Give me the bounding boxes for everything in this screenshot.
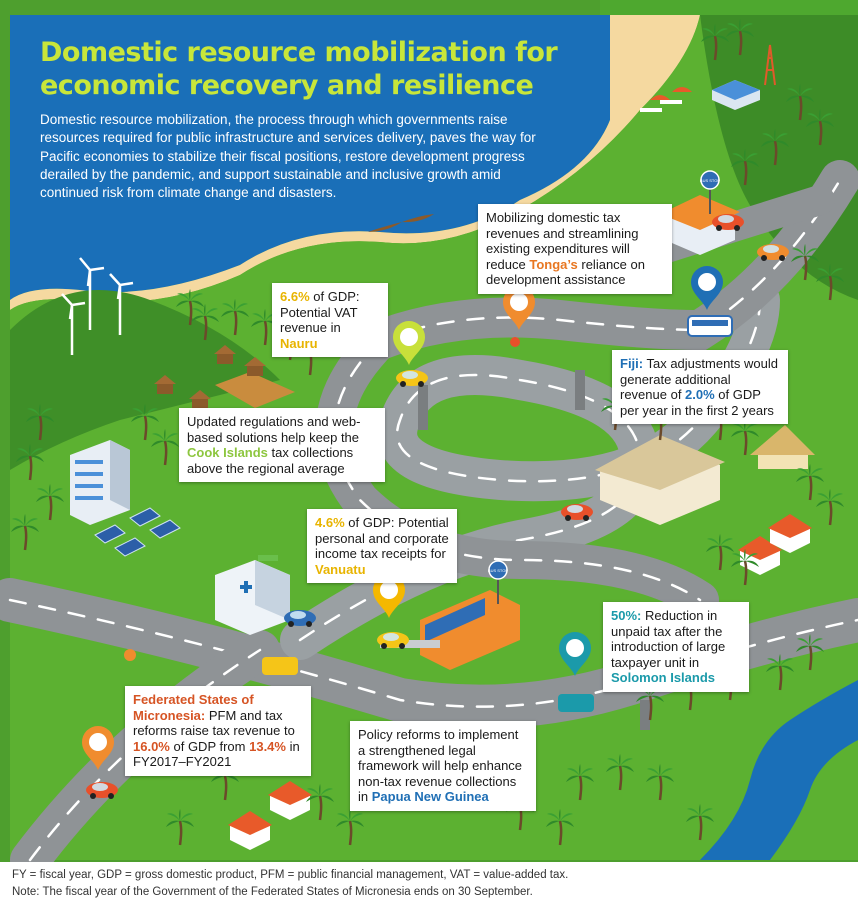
beach-umbrella-icon <box>640 87 692 112</box>
radio-tower-icon <box>764 44 776 86</box>
callout-vanuatu: 4.6% of GDP: Potential personal and corp… <box>307 509 457 583</box>
apartment-building <box>70 440 130 525</box>
bus-icon <box>262 315 733 712</box>
svg-text:BUS STOP: BUS STOP <box>488 568 508 573</box>
svg-text:BUS STOP: BUS STOP <box>700 178 720 183</box>
callout-solomon-islands: 50%: Reduction in unpaid tax after the i… <box>603 602 749 692</box>
callout-nauru: 6.6% of GDP: Potential VAT revenue in Na… <box>272 283 388 357</box>
callout-papua-new-guinea: Policy reforms to implement a strengthen… <box>350 721 536 811</box>
fale-icon <box>750 425 815 469</box>
canoe-icon <box>368 214 434 232</box>
motorbike-icon <box>124 337 520 661</box>
callout-micronesia: Federated States of Micronesia: PFM and … <box>125 686 311 776</box>
houses <box>228 514 812 850</box>
footer-note: Note: The fiscal year of the Government … <box>12 886 533 898</box>
government-building <box>595 435 725 525</box>
solar-panel-icon <box>94 507 181 557</box>
store-building <box>660 195 740 255</box>
footer-abbreviations: FY = fiscal year, GDP = gross domestic p… <box>12 869 569 881</box>
office-building <box>380 590 520 670</box>
callout-fiji: Fiji: Tax adjustments would generate add… <box>612 350 788 424</box>
farm-plot <box>215 372 295 408</box>
hospital-icon <box>215 555 290 635</box>
callout-cook-islands: Updated regulations and web-based soluti… <box>179 408 385 482</box>
intro-paragraph: Domestic resource mobilization, the proc… <box>40 112 536 201</box>
wind-turbine-icon <box>61 257 134 355</box>
bus-stop-icon: BUS STOP BUS STOP <box>488 170 720 604</box>
callout-tonga: Mobilizing domestic tax revenues and str… <box>478 204 672 294</box>
warehouse <box>712 80 760 110</box>
